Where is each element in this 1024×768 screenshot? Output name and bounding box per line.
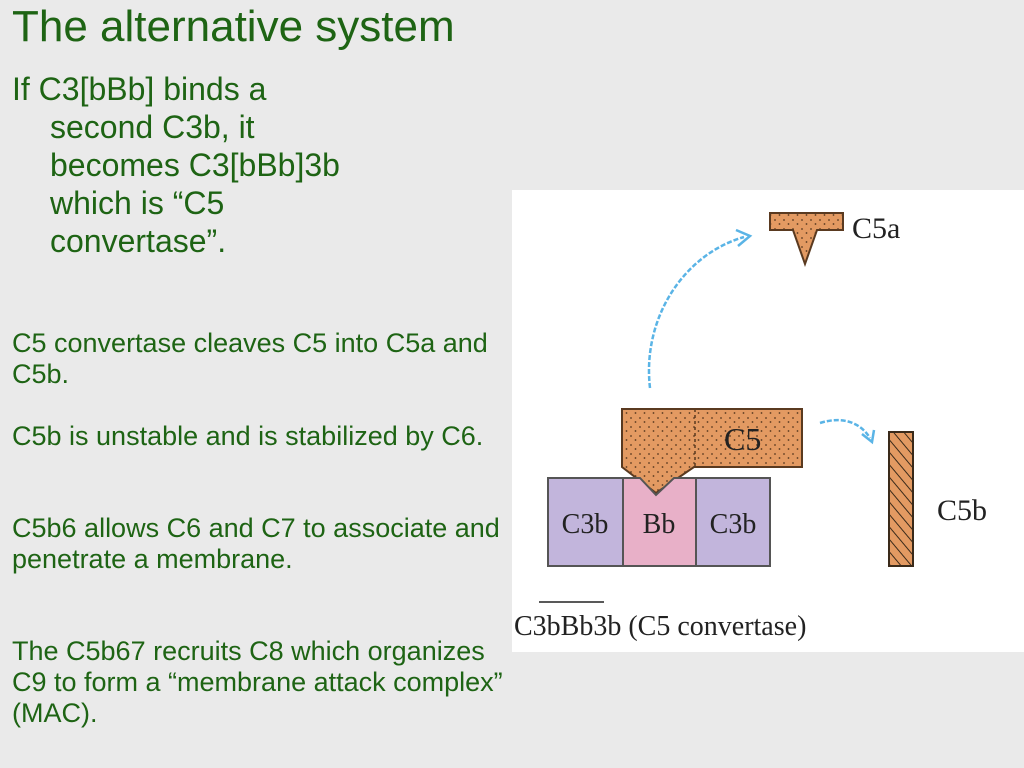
paragraph-stabilization: C5b is unstable and is stabilized by C6.: [12, 421, 484, 451]
bb-label: Bb: [643, 509, 676, 540]
bb-block: [622, 477, 697, 567]
paragraph-cleavage: C5 convertase cleaves C5 into C5a and C5…: [12, 328, 488, 389]
intro-paragraph: If C3[bBb] binds a second C3b, it become…: [12, 71, 340, 259]
paragraph-mac: The C5b67 recruits C8 which organizes C9…: [12, 636, 503, 728]
c5-block: [621, 408, 803, 495]
c3b-right-block: [695, 477, 771, 567]
c5a-label: C5a: [852, 212, 900, 245]
c5b-label: C5b: [937, 494, 987, 527]
c5-convertase-diagram: C5a C5 C5b C3b Bb: [512, 190, 1024, 652]
arrow-to-c5b-icon: [819, 418, 876, 445]
c5a-fragment: [769, 212, 844, 268]
figure-caption: C3bBb3b (C5 convertase): [514, 611, 806, 642]
arrow-to-c5a-icon: [647, 228, 753, 389]
c5-label: C5: [724, 421, 761, 457]
c5b-fragment: [888, 431, 914, 567]
c3b-right-label: C3b: [710, 509, 757, 540]
c3b-left-label: C3b: [562, 509, 609, 540]
paragraph-association: C5b6 allows C6 and C7 to associate and p…: [12, 513, 500, 574]
slide-title: The alternative system: [12, 2, 455, 51]
